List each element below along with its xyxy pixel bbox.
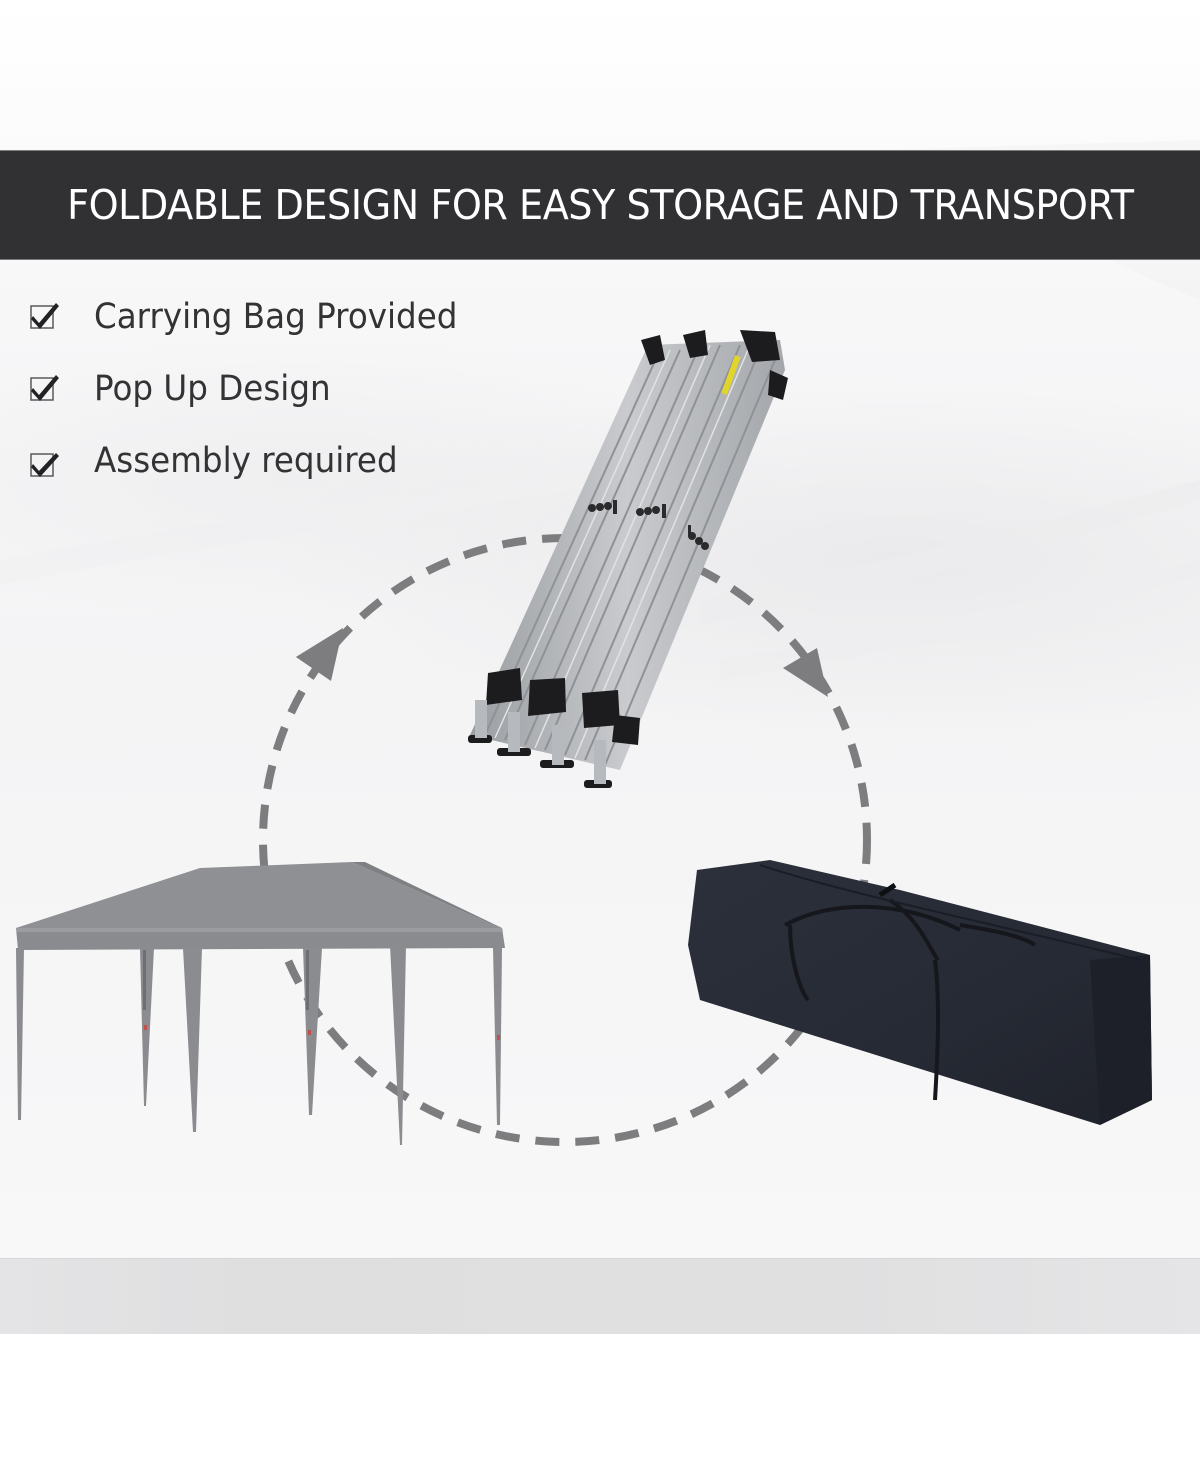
feature-label: Assembly required xyxy=(94,441,398,481)
feature-item: Pop Up Design xyxy=(28,364,348,414)
header-banner: FOLDABLE DESIGN FOR EASY STORAGE AND TRA… xyxy=(0,150,1200,260)
floor-strip xyxy=(0,1258,1200,1335)
feature-item: Carrying Bag Provided xyxy=(28,292,485,342)
page-title: FOLDABLE DESIGN FOR EASY STORAGE AND TRA… xyxy=(66,181,1134,229)
checkbox-checked-icon xyxy=(28,297,68,337)
checkbox-checked-icon xyxy=(28,369,68,409)
feature-label: Pop Up Design xyxy=(94,369,331,409)
feature-item: Assembly required xyxy=(28,436,420,486)
arrowhead-down-icon xyxy=(783,648,828,697)
checkbox-checked-icon xyxy=(28,441,68,481)
bottom-whitespace xyxy=(0,1334,1200,1466)
feature-label: Carrying Bag Provided xyxy=(94,297,458,337)
